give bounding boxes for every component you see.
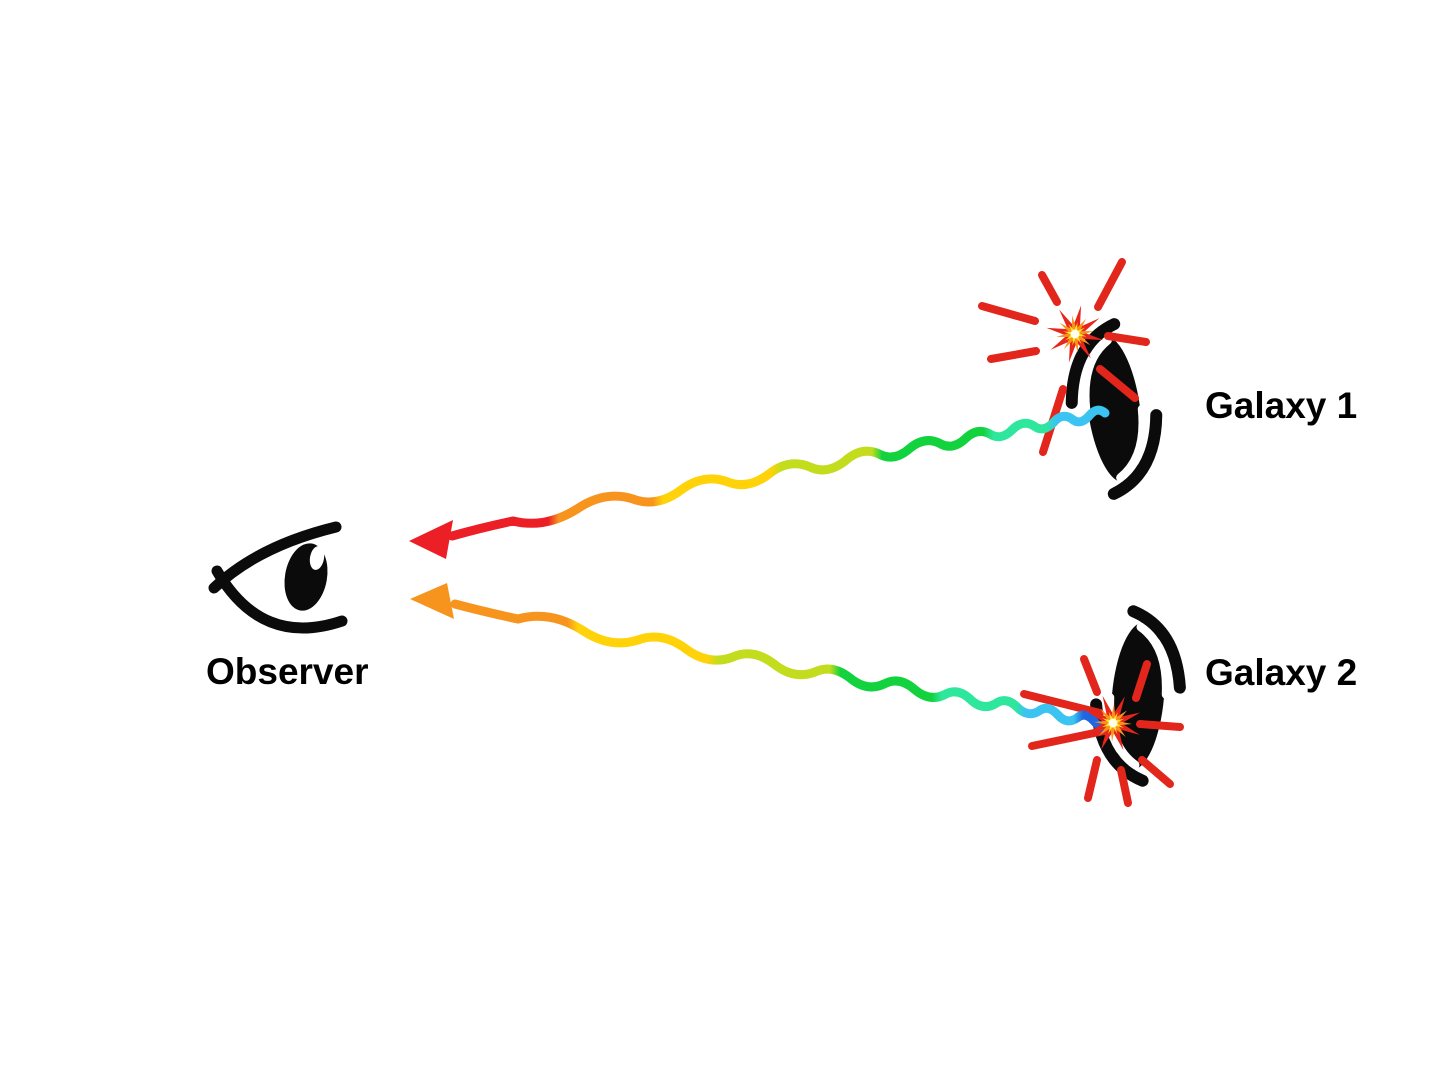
- supernova-burst-2-icon: [1074, 684, 1152, 762]
- supernova-burst-1-icon: [1040, 299, 1110, 369]
- eye-pupil: [284, 543, 328, 611]
- lightwave-galaxy1: [409, 405, 1110, 559]
- supernova-rays-galaxy2: [1020, 655, 1184, 807]
- galaxy-1-label: Galaxy 1: [1205, 385, 1358, 426]
- observer-label: Observer: [206, 651, 369, 692]
- galaxy-2-label: Galaxy 2: [1205, 652, 1358, 693]
- eye-highlight: [309, 546, 325, 570]
- observer-eye-icon: [208, 521, 348, 634]
- arrowhead-to-observer-1: [409, 520, 453, 559]
- arrowhead-to-observer-2: [410, 583, 454, 619]
- lightwave-galaxy2: [410, 583, 1115, 732]
